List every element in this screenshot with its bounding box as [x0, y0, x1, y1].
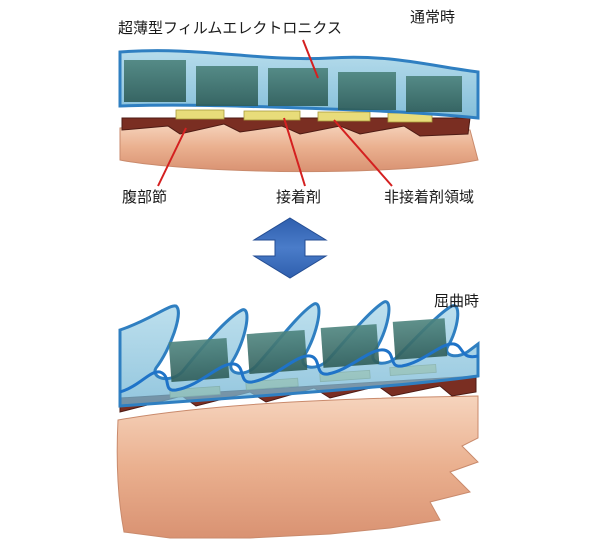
electronics-cell [392, 318, 448, 360]
double-arrow-icon [252, 217, 328, 279]
film-label: 超薄型フィルムエレクトロニクス [118, 19, 342, 37]
adhesive-label: 接着剤 [276, 188, 322, 206]
segment-plates-top [121, 117, 471, 137]
adhesive-pad [175, 109, 225, 120]
bent-state-illustration [116, 300, 480, 539]
film-wave-line [119, 342, 479, 394]
electronics-cell [168, 338, 230, 382]
electronics-cell [196, 66, 258, 106]
adhesive-pad [243, 110, 301, 121]
electronics-cell [320, 324, 380, 368]
abdomen-bottom [116, 395, 479, 539]
bent-state-label: 屈曲時 [434, 292, 480, 310]
electronics-cell [268, 68, 328, 106]
normal-state-illustration [118, 39, 480, 187]
electronics-cell [246, 330, 308, 374]
non-adhesive-region-label: 非接着剤領域 [384, 188, 475, 206]
leader-lines [157, 39, 393, 187]
abdominal-segment-label: 腹部節 [122, 188, 168, 206]
electronics-cell [338, 72, 396, 110]
electronics-cell [124, 60, 186, 102]
electronics-cell [406, 76, 462, 112]
adhesive-pad [317, 111, 371, 122]
normal-state-label: 通常時 [410, 8, 456, 26]
